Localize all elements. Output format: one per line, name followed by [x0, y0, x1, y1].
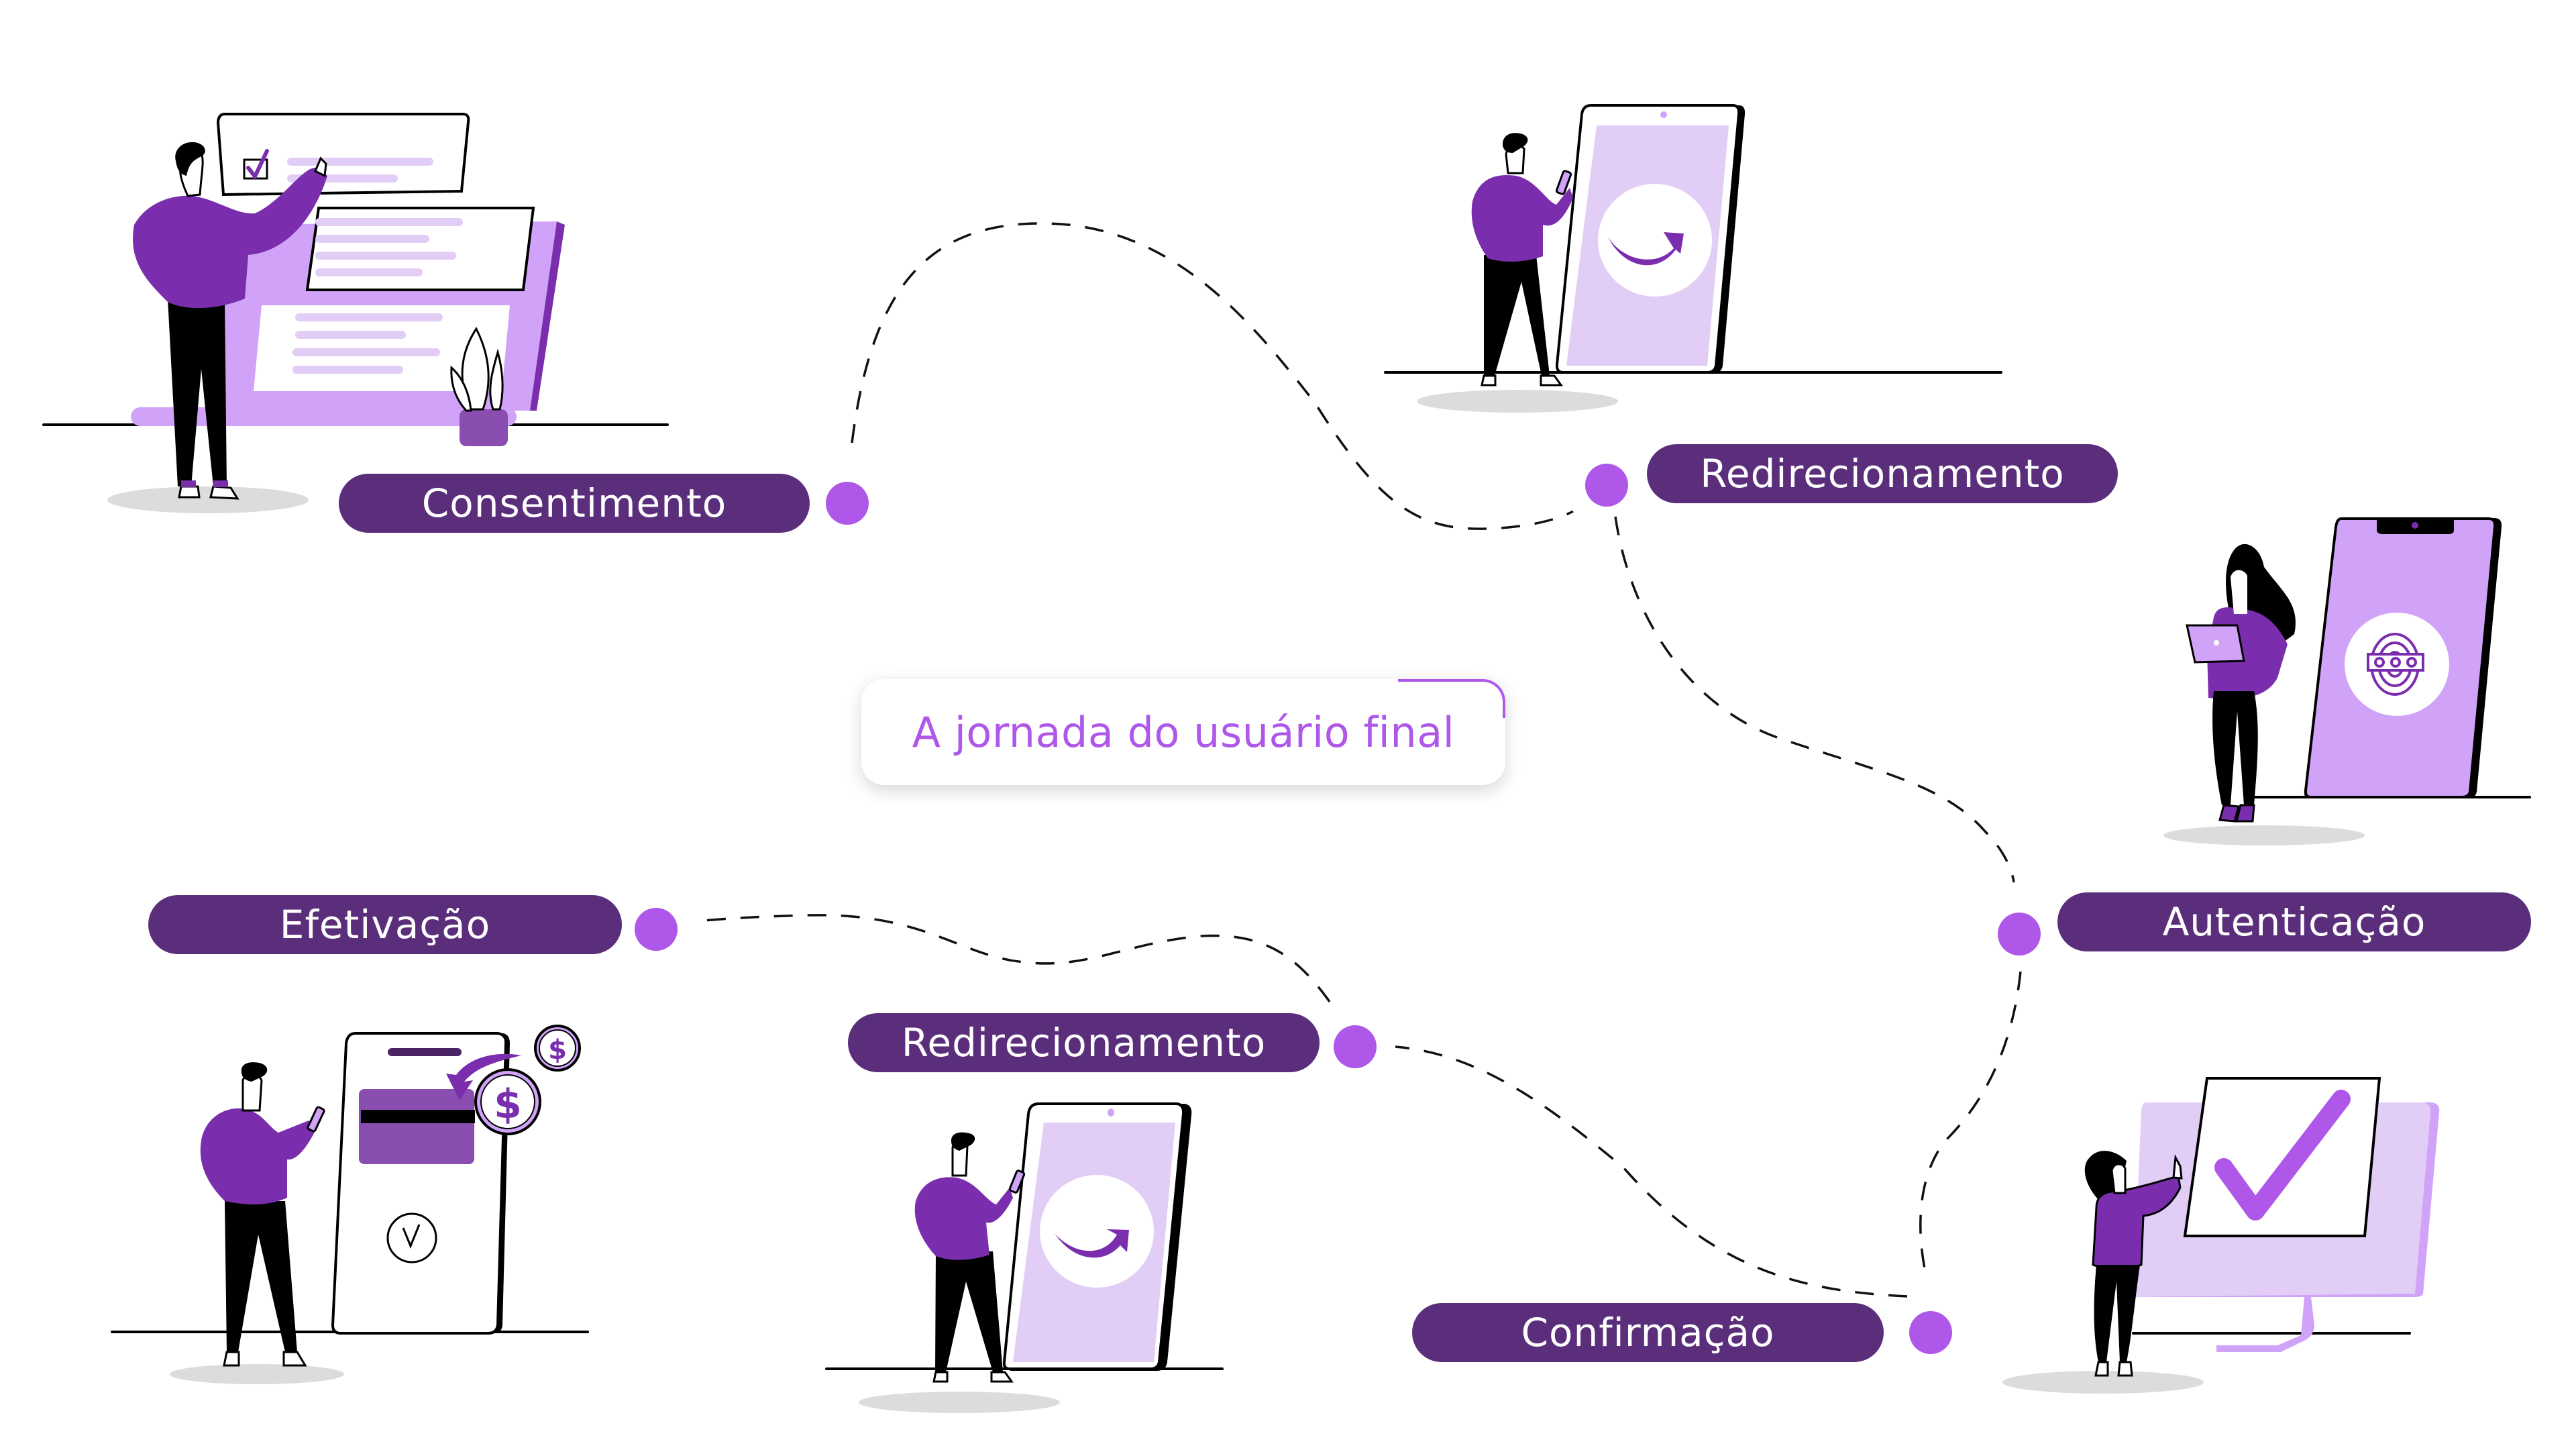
checkmark-icon	[2214, 1090, 2351, 1221]
connector-redirecionamento-to-autenticacao	[1614, 516, 2015, 883]
redirect-arrow-icon	[1055, 1229, 1129, 1258]
step-dot-consentimento	[826, 482, 869, 525]
title-card: A jornada do usuário final	[861, 679, 1505, 785]
step-dot-redirecionamento-1	[1585, 464, 1628, 507]
step-dots	[635, 464, 2041, 1354]
shadow	[1417, 390, 1618, 413]
checkbox-checked-icon	[243, 149, 269, 180]
step-label-confirmacao: Confirmação	[1412, 1303, 1884, 1362]
svg-text:$: $	[548, 1035, 567, 1066]
step-label-autenticacao: Autenticação	[2057, 892, 2531, 951]
step-dot-autenticacao	[1998, 913, 2041, 955]
illustration-redirecionamento-2	[825, 1102, 1224, 1413]
shadow	[2163, 825, 2365, 845]
shadow	[170, 1364, 344, 1384]
journey-path	[694, 222, 2022, 1298]
connector-confirmacao-to-redirecionamento	[1395, 1045, 1908, 1298]
dollar-coin-icon: $	[534, 1025, 581, 1072]
step-label-consentimento: Consentimento	[339, 474, 810, 533]
fingerprint-icon	[2367, 633, 2424, 696]
step-label-efetivacao: Efetivação	[148, 895, 622, 954]
step-dot-efetivacao	[635, 908, 678, 951]
redirect-arrow-icon	[1608, 232, 1684, 266]
dollar-coin-icon: $	[474, 1068, 541, 1135]
shadow	[107, 486, 309, 513]
check-circle-icon	[386, 1212, 437, 1263]
title-corner-accent	[1398, 679, 1505, 718]
illustration-efetivacao: $ $	[111, 1025, 589, 1384]
page-title: A jornada do usuário final	[912, 707, 1455, 757]
svg-text:$: $	[494, 1081, 522, 1128]
shadow	[859, 1392, 1060, 1413]
step-dot-redirecionamento-2	[1334, 1025, 1377, 1068]
illustration-consentimento	[42, 113, 669, 513]
illustration-confirmacao	[2002, 1077, 2440, 1394]
connector-redirecionamento-to-efetivacao	[694, 914, 1331, 1003]
payment-card	[359, 1089, 474, 1164]
step-label-redirecionamento-2: Redirecionamento	[848, 1013, 1320, 1072]
step-dot-confirmacao	[1909, 1311, 1952, 1354]
illustration-redirecionamento-1	[1384, 104, 2002, 413]
connector-autenticacao-to-confirmacao	[1919, 971, 2022, 1279]
connector-consentimento-to-redirecionamento	[851, 222, 1574, 530]
illustration-autenticacao	[2163, 517, 2531, 845]
shadow	[2002, 1371, 2204, 1394]
step-label-redirecionamento-1: Redirecionamento	[1647, 444, 2118, 503]
